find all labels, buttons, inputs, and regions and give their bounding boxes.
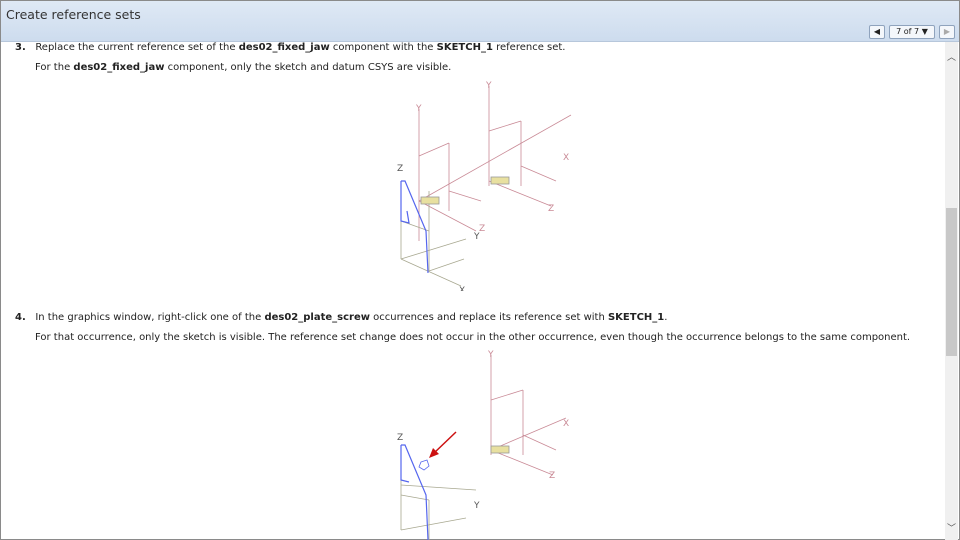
svg-text:Y: Y bbox=[473, 232, 480, 242]
svg-text:X: X bbox=[459, 286, 465, 291]
window-title: Create reference sets bbox=[6, 7, 141, 22]
page-label: 7 of 7 bbox=[896, 27, 920, 36]
svg-text:Z: Z bbox=[397, 433, 403, 443]
svg-text:Y: Y bbox=[485, 81, 492, 91]
page-select[interactable]: 7 of 7 ▼ bbox=[889, 25, 935, 39]
scroll-up-icon[interactable]: ︿ bbox=[947, 53, 957, 63]
title-bar: Create reference sets ◀ 7 of 7 ▼ ▶ bbox=[1, 1, 959, 42]
figure-step-4: Y X Z Z Y bbox=[397, 350, 569, 540]
page-navigator: ◀ 7 of 7 ▼ ▶ bbox=[869, 25, 955, 39]
content: 3. Replace the current reference set of … bbox=[1, 42, 947, 540]
svg-text:Z: Z bbox=[549, 471, 555, 481]
next-page-button[interactable]: ▶ bbox=[939, 25, 955, 39]
step-4: 4. In the graphics window, right-click o… bbox=[15, 312, 668, 323]
scroll-down-icon[interactable]: ﹀ bbox=[947, 524, 957, 534]
svg-text:Y: Y bbox=[473, 501, 480, 511]
chevron-down-icon: ▼ bbox=[921, 27, 928, 36]
svg-text:Z: Z bbox=[397, 164, 403, 174]
svg-text:X: X bbox=[563, 419, 569, 429]
svg-text:Z: Z bbox=[479, 224, 485, 234]
step-4-note: For that occurrence, only the sketch is … bbox=[35, 332, 911, 343]
svg-text:Y: Y bbox=[487, 350, 494, 360]
step-3-note: For the des02_fixed_jaw component, only … bbox=[35, 62, 452, 73]
svg-text:Y: Y bbox=[415, 104, 422, 114]
prev-page-button[interactable]: ◀ bbox=[869, 25, 885, 39]
svg-text:X: X bbox=[563, 153, 569, 163]
step-3: 3. Replace the current reference set of … bbox=[15, 42, 566, 53]
scrollbar-thumb[interactable] bbox=[946, 208, 957, 356]
svg-text:Z: Z bbox=[548, 204, 554, 214]
vertical-scrollbar[interactable]: ︿ ﹀ bbox=[945, 42, 958, 540]
